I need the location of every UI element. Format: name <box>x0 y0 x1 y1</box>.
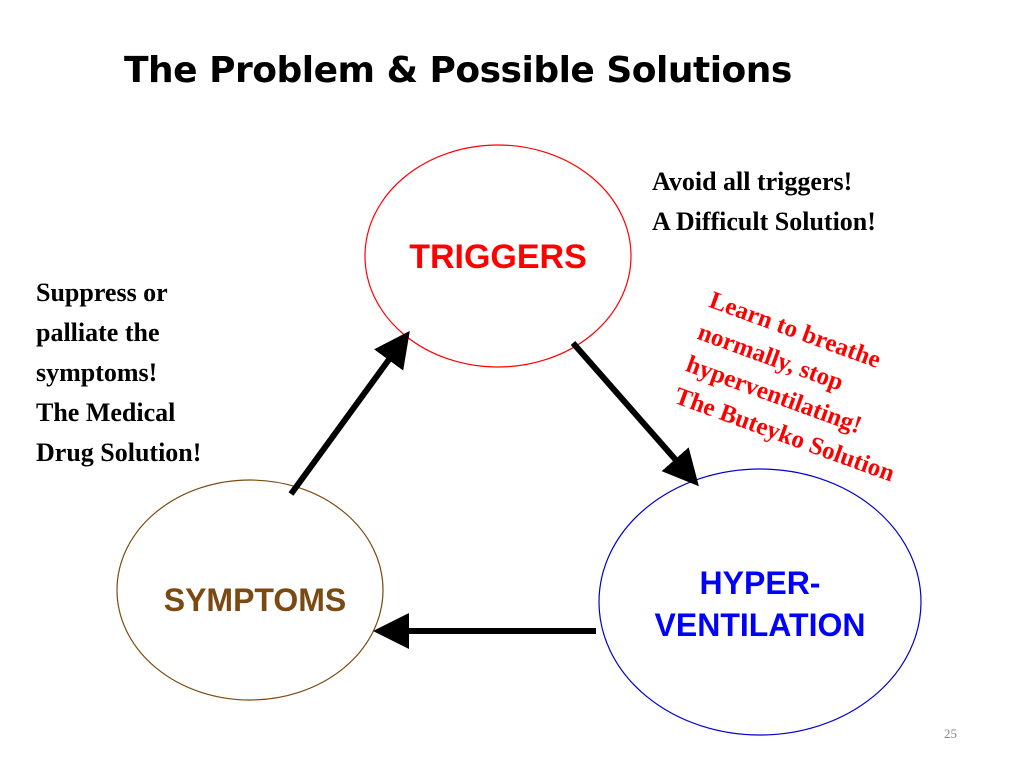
symptoms-label: SYMPTOMS <box>163 582 347 618</box>
medical-solution-note: Suppress or palliate the symptoms! The M… <box>36 273 201 473</box>
avoid-triggers-note: Avoid all triggers! A Difficult Solution… <box>652 162 876 242</box>
avoid-triggers-note-line2: A Difficult Solution! <box>652 207 876 236</box>
page-number: 25 <box>944 726 957 741</box>
slide-title: The Problem & Possible Solutions <box>124 50 792 91</box>
arrow-symptoms-to-triggers <box>288 330 410 496</box>
medical-solution-note-line5: Drug Solution! <box>36 438 202 467</box>
medical-solution-note-line1: Suppress or <box>36 278 168 307</box>
symptoms-circle <box>116 479 384 701</box>
avoid-triggers-note-line1: Avoid all triggers! <box>652 167 853 196</box>
hyperventilation-label-line1: HYPER- <box>699 565 821 601</box>
triggers-circle <box>364 144 632 368</box>
medical-solution-note-line2: palliate the <box>36 318 160 347</box>
hyperventilation-label: HYPER- VENTILATION <box>620 562 900 646</box>
medical-solution-note-line4: The Medical <box>36 398 176 427</box>
medical-solution-note-line3: symptoms! <box>36 358 158 387</box>
arrow-triggers-to-hyperventilation <box>570 341 699 487</box>
hyperventilation-circle <box>598 468 922 736</box>
triggers-label: TRIGGERS <box>409 238 587 276</box>
hyperventilation-label-line2: VENTILATION <box>654 607 866 643</box>
